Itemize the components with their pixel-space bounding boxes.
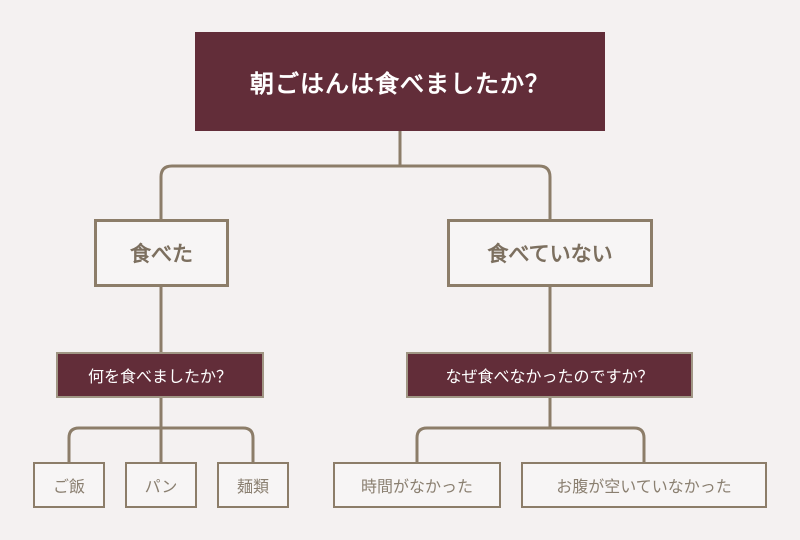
followup-what-node: 何を食べましたか？: [56, 352, 264, 398]
reason-no-time-label: 時間がなかった: [360, 477, 473, 496]
connector-why-branch: [415, 426, 646, 464]
reason-not-hungry-node: お腹が空いていなかった: [521, 462, 767, 508]
option-bread-label: パン: [144, 477, 178, 496]
root-question-label: 朝ごはんは食べましたか？: [250, 70, 550, 98]
answer-ate-node: 食べた: [94, 219, 229, 287]
option-rice-label: ご飯: [52, 477, 85, 496]
connector-root-branch: [159, 164, 552, 221]
reason-not-hungry-label: お腹が空いていなかった: [556, 477, 732, 496]
option-noodles-label: 麺類: [236, 477, 269, 496]
followup-why-label: なぜ食べなかったのですか？: [445, 367, 654, 386]
followup-why-node: なぜ食べなかったのですか？: [406, 352, 693, 398]
answer-ate-label: 食べた: [130, 242, 193, 266]
answer-not-ate-node: 食べていない: [447, 219, 653, 287]
reason-no-time-node: 時間がなかった: [333, 462, 501, 508]
followup-what-label: 何を食べましたか？: [87, 367, 232, 386]
answer-not-ate-label: 食べていない: [487, 242, 613, 266]
root-question-node: 朝ごはんは食べましたか？: [195, 32, 605, 131]
option-rice-node: ご飯: [33, 462, 105, 508]
option-noodles-node: 麺類: [217, 462, 289, 508]
option-bread-node: パン: [125, 462, 197, 508]
